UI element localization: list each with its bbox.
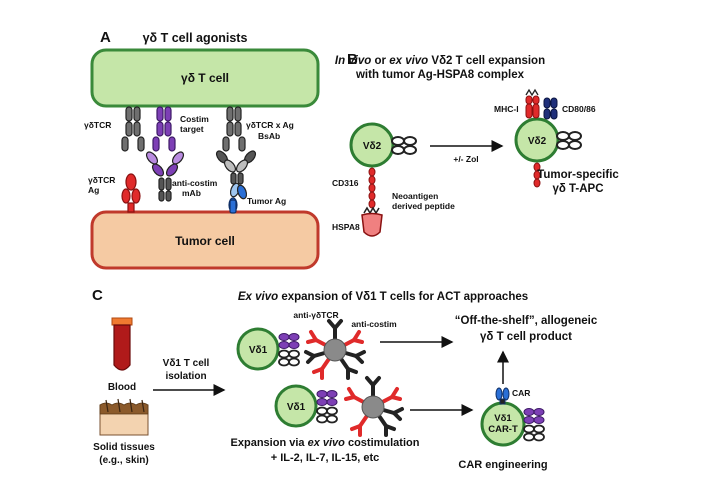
bsab-label-1: γδTCR x Ag <box>246 120 294 130</box>
vd1-cell-upper-label: Vδ1 <box>249 345 268 356</box>
solid-tissue-label-1: Solid tissues <box>93 442 155 453</box>
gd-tcr-ag-label-1: γδTCR <box>88 175 115 185</box>
vd2-tcr-left <box>391 136 417 155</box>
gd-t-cell-label: γδ T cell <box>181 71 229 85</box>
gd-tcr-ag <box>121 173 141 213</box>
vd2-cell-left <box>349 122 395 168</box>
product-label-2: γδ T cell product <box>480 331 572 343</box>
car-t-label-1: Vδ1 <box>494 413 512 424</box>
panel-c: C Ex vivo expansion of Vδ1 T cells for A… <box>92 287 598 471</box>
vd1-receptors-upper <box>278 333 300 367</box>
stim-bead-upper <box>304 319 366 380</box>
neoantigen-label-2: derived peptide <box>392 201 455 211</box>
anti-gd-tcr-label: anti-γδTCR <box>293 310 338 320</box>
isolation-label-2: isolation <box>165 371 206 382</box>
panel-a-letter: A <box>100 29 111 46</box>
gd-tcr-ag-label-2: Ag <box>88 185 99 195</box>
car-label: CAR <box>512 388 530 398</box>
mhc-i-molecule <box>525 95 540 119</box>
gd-tcr-label: γδTCR <box>84 120 111 130</box>
vd2-apc-cell-label: Vδ2 <box>528 136 547 147</box>
car-receptor <box>495 387 510 405</box>
cd316-chain <box>368 167 376 209</box>
blood-tube-icon <box>111 317 133 371</box>
car-t-label-2: CAR-T <box>488 424 518 435</box>
costim-target-receptor <box>152 106 176 152</box>
stim-bead-lower <box>344 376 404 437</box>
panel-c-title: Ex vivo expansion of Vδ1 T cells for ACT… <box>238 291 528 303</box>
vd2-tcr-right <box>556 131 582 150</box>
expansion-label-1: Expansion via ex vivo costimulation <box>231 437 420 449</box>
neoantigen-peptide <box>363 206 380 215</box>
anti-costim-label: anti-costim <box>351 319 397 329</box>
car-t-receptors <box>523 408 545 442</box>
anti-costim-label-1: anti-costim <box>172 178 218 188</box>
mhc-peptide <box>525 88 539 97</box>
hspa8-protein <box>361 212 383 237</box>
result-label-2: γδ T-APC <box>552 183 603 195</box>
anti-costim-mab <box>145 151 185 202</box>
mhc-i-label: MHC-I <box>494 104 519 114</box>
cd316-chain-right <box>533 162 541 188</box>
gd-t-cell <box>90 48 320 108</box>
gd-tcr-ag-bsab <box>215 150 257 200</box>
zol-label: +/- Zol <box>453 154 478 164</box>
anti-costim-label-2: mAb <box>182 188 201 198</box>
cd80-86-molecule <box>543 97 558 120</box>
cd80-86-label: CD80/86 <box>562 104 596 114</box>
car-engineering-label: CAR engineering <box>458 459 547 471</box>
result-label-1: Tumor-specific <box>537 169 619 181</box>
costim-target-label-2: target <box>180 124 204 134</box>
panel-b-title-line1: In vivo or ex vivo Vδ2 T cell expansion <box>335 55 545 67</box>
vd2-apc-cell <box>514 117 560 163</box>
panel-b-title-line2: with tumor Ag-HSPA8 complex <box>355 69 525 81</box>
cd316-label: CD316 <box>332 178 359 188</box>
costim-target-label-1: Costim <box>180 114 209 124</box>
panel-b: B In vivo or ex vivo Vδ2 T cell expansio… <box>332 51 619 237</box>
panel-a-title: γδ T cell agonists <box>143 31 248 45</box>
solid-tissue-label-2: (e.g., skin) <box>99 455 148 466</box>
tumor-ag <box>228 197 238 214</box>
neoantigen-label-1: Neoantigen <box>392 191 438 201</box>
panel-c-letter: C <box>92 287 103 304</box>
vd2-cell-left-label: Vδ2 <box>363 141 382 152</box>
blood-label: Blood <box>108 382 136 393</box>
expansion-label-2: + IL-2, IL-7, IL-15, etc <box>271 452 380 464</box>
hspa8-label: HSPA8 <box>332 222 360 232</box>
tumor-cell-label: Tumor cell <box>175 234 235 248</box>
isolation-label-1: Vδ1 T cell <box>163 358 210 369</box>
product-label-1: “Off-the-shelf”, allogeneic <box>455 315 598 327</box>
vd1-cell-upper <box>236 327 280 371</box>
gd-tcr-receptor-right <box>222 106 246 152</box>
vd1-cell-lower-label: Vδ1 <box>287 402 306 413</box>
vd1-cell-lower <box>274 384 318 428</box>
bsab-label-2: BsAb <box>258 131 280 141</box>
gd-tcr-receptor <box>121 106 145 152</box>
tumor-ag-label: Tumor Ag <box>247 196 286 206</box>
skin-tissue-icon <box>99 398 149 436</box>
panel-a: A γδ T cell agonists γδ T cell Tumor cel… <box>84 29 320 270</box>
tumor-cell <box>90 210 320 270</box>
vd1-receptors-lower <box>316 390 338 424</box>
panel-b-letter: B <box>347 51 358 68</box>
